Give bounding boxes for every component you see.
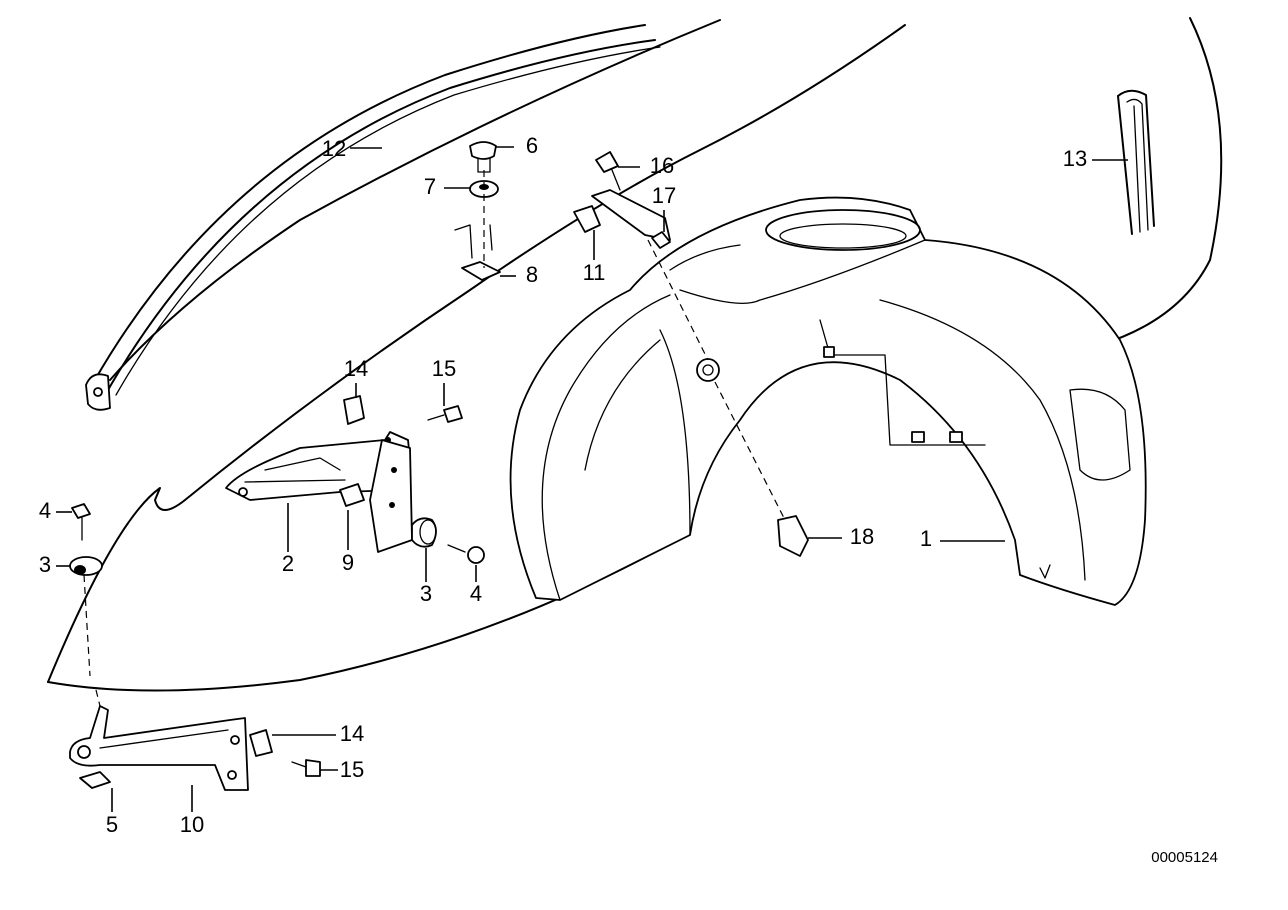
clip-11 (573, 189, 671, 241)
grommet-3-left (69, 556, 103, 576)
callout-labels: 1 2 3 3 4 4 5 6 7 8 9 10 11 12 13 14 14 … (39, 133, 1087, 837)
callout-14-lower: 14 (340, 721, 364, 746)
callout-18: 18 (850, 524, 874, 549)
callout-6: 6 (526, 133, 538, 158)
callout-16: 16 (650, 153, 674, 178)
callout-15-lower: 15 (340, 757, 364, 782)
assembly-lines (83, 170, 786, 707)
clip-14-lower (249, 729, 273, 757)
door-seal (1117, 89, 1155, 235)
callout-5: 5 (106, 812, 118, 837)
callout-12: 12 (322, 136, 346, 161)
callout-1: 1 (920, 526, 932, 551)
callout-10: 10 (180, 812, 204, 837)
callout-8: 8 (526, 262, 538, 287)
callout-14-upper: 14 (344, 356, 368, 381)
clip-14-upper (343, 395, 365, 425)
molding-strip (85, 24, 661, 411)
lower-bracket (69, 705, 249, 791)
callout-15-upper: 15 (432, 356, 456, 381)
callout-3-right: 3 (420, 581, 432, 606)
bolt-15-lower (291, 759, 321, 777)
callout-7: 7 (424, 174, 436, 199)
reference-number: 00005124 (1151, 849, 1218, 866)
callout-9: 9 (342, 550, 354, 575)
wheel-arch-liner (509, 196, 1147, 606)
bolt-16 (595, 151, 621, 191)
bolt-15-upper (427, 405, 463, 423)
nut-17 (651, 231, 671, 249)
callout-11: 11 (583, 260, 606, 285)
callout-4-right: 4 (470, 581, 482, 606)
callout-13: 13 (1063, 146, 1087, 171)
clip-18 (777, 515, 809, 557)
leader-lines (56, 146, 1128, 812)
callout-3-left: 3 (39, 552, 51, 577)
fastener-6 (469, 141, 497, 173)
mounting-plate (339, 439, 485, 564)
callout-2: 2 (282, 551, 294, 576)
callout-4-left: 4 (39, 498, 51, 523)
bolt-4-left (71, 503, 91, 541)
callout-17: 17 (652, 183, 676, 208)
clip-8 (454, 224, 501, 281)
